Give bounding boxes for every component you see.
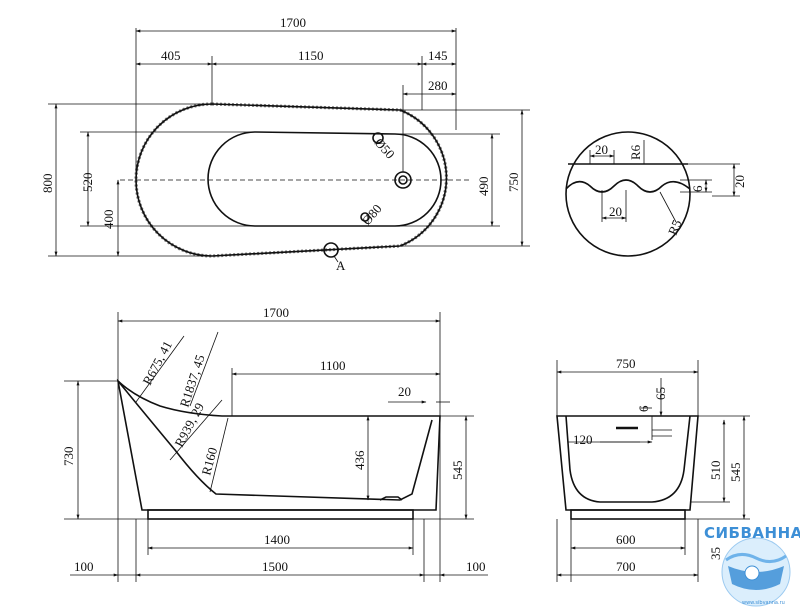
top-height-800: 800 — [40, 174, 55, 194]
end-dim-65: 65 — [653, 387, 668, 400]
end-base-600: 600 — [616, 532, 636, 547]
side-radius-675: R675, 41 — [139, 338, 175, 387]
side-radius-939: R939, 29 — [171, 400, 207, 449]
side-overhang-right: 100 — [466, 559, 486, 574]
top-inner-400: 400 — [101, 210, 116, 230]
drain-hole-label: Ø80 — [359, 201, 385, 228]
side-overhang-left: 100 — [74, 559, 94, 574]
end-base-700: 700 — [616, 559, 636, 574]
logo-url: www.sibvanna.ru — [742, 600, 785, 606]
drain-hole-small — [360, 212, 370, 222]
side-radius-160: R160 — [198, 446, 220, 477]
detail-a-circle — [323, 242, 339, 258]
end-plinth — [570, 509, 686, 520]
side-inner-backrest — [117, 380, 433, 501]
end-plinth-35: 35 — [708, 547, 723, 560]
detail-pitch-top: 20 — [595, 142, 608, 157]
end-dim-6: 6 — [636, 405, 651, 412]
side-flat-1100: 1100 — [320, 358, 346, 373]
top-view: A 1700 405 1150 145 280 800 520 400 — [40, 15, 530, 273]
end-outer-shell — [556, 415, 699, 511]
side-plinth — [147, 509, 414, 520]
overflow-hole — [372, 132, 384, 144]
side-drain — [379, 496, 403, 501]
logo-face-icon — [744, 565, 760, 581]
side-depth-436: 436 — [352, 450, 367, 470]
end-view: 750 65 6 120 510 545 600 700 35 — [556, 356, 750, 582]
detail-radius-top: R6 — [628, 144, 643, 160]
overflow-hole-label: Ø50 — [372, 135, 398, 162]
detail-height-20: 20 — [732, 175, 747, 188]
top-view-rim-texture — [134, 102, 448, 258]
detail-radius-bottom: R5 — [665, 217, 685, 237]
top-drain-280: 280 — [428, 78, 448, 93]
detail-circle — [565, 131, 691, 257]
detail-wave-edge — [565, 179, 691, 193]
end-inner-510: 510 — [708, 461, 723, 481]
brand-logo: СИБВАННА www.sibvanna.ru — [704, 524, 800, 607]
top-seg-145: 145 — [428, 48, 448, 63]
top-length-1700: 1700 — [280, 15, 306, 30]
drain-inner — [398, 175, 408, 185]
end-dim-120: 120 — [573, 432, 593, 447]
detail-pitch-bottom: 20 — [609, 204, 622, 219]
detail-depth-6: 6 — [690, 185, 705, 192]
detail-a-label: A — [336, 258, 346, 273]
side-outer-shell — [116, 378, 441, 511]
end-top-750: 750 — [616, 356, 636, 371]
side-radius-1837: R1837, 45 — [177, 353, 208, 409]
top-seg-405: 405 — [161, 48, 181, 63]
side-height-545: 545 — [450, 461, 465, 481]
end-height-545: 545 — [728, 463, 743, 483]
side-rim-20: 20 — [398, 384, 411, 399]
side-height-730: 730 — [61, 447, 76, 467]
logo-brand-name: СИБВАННА — [704, 524, 800, 542]
detail-a-view: 20 R6 20 R5 6 20 — [565, 131, 747, 257]
end-inner-basin — [565, 415, 691, 503]
logo-wave-icon — [725, 553, 787, 563]
side-base-1400: 1400 — [264, 532, 290, 547]
top-width-750: 750 — [506, 173, 521, 193]
side-view: 1700 1100 20 R675, 41 R1837, 45 R939, 29… — [61, 305, 488, 582]
top-seg-1150: 1150 — [298, 48, 324, 63]
side-length-1700: 1700 — [263, 305, 289, 320]
top-inner-520: 520 — [80, 173, 95, 193]
side-base-1500: 1500 — [262, 559, 288, 574]
top-inner-490: 490 — [476, 177, 491, 197]
